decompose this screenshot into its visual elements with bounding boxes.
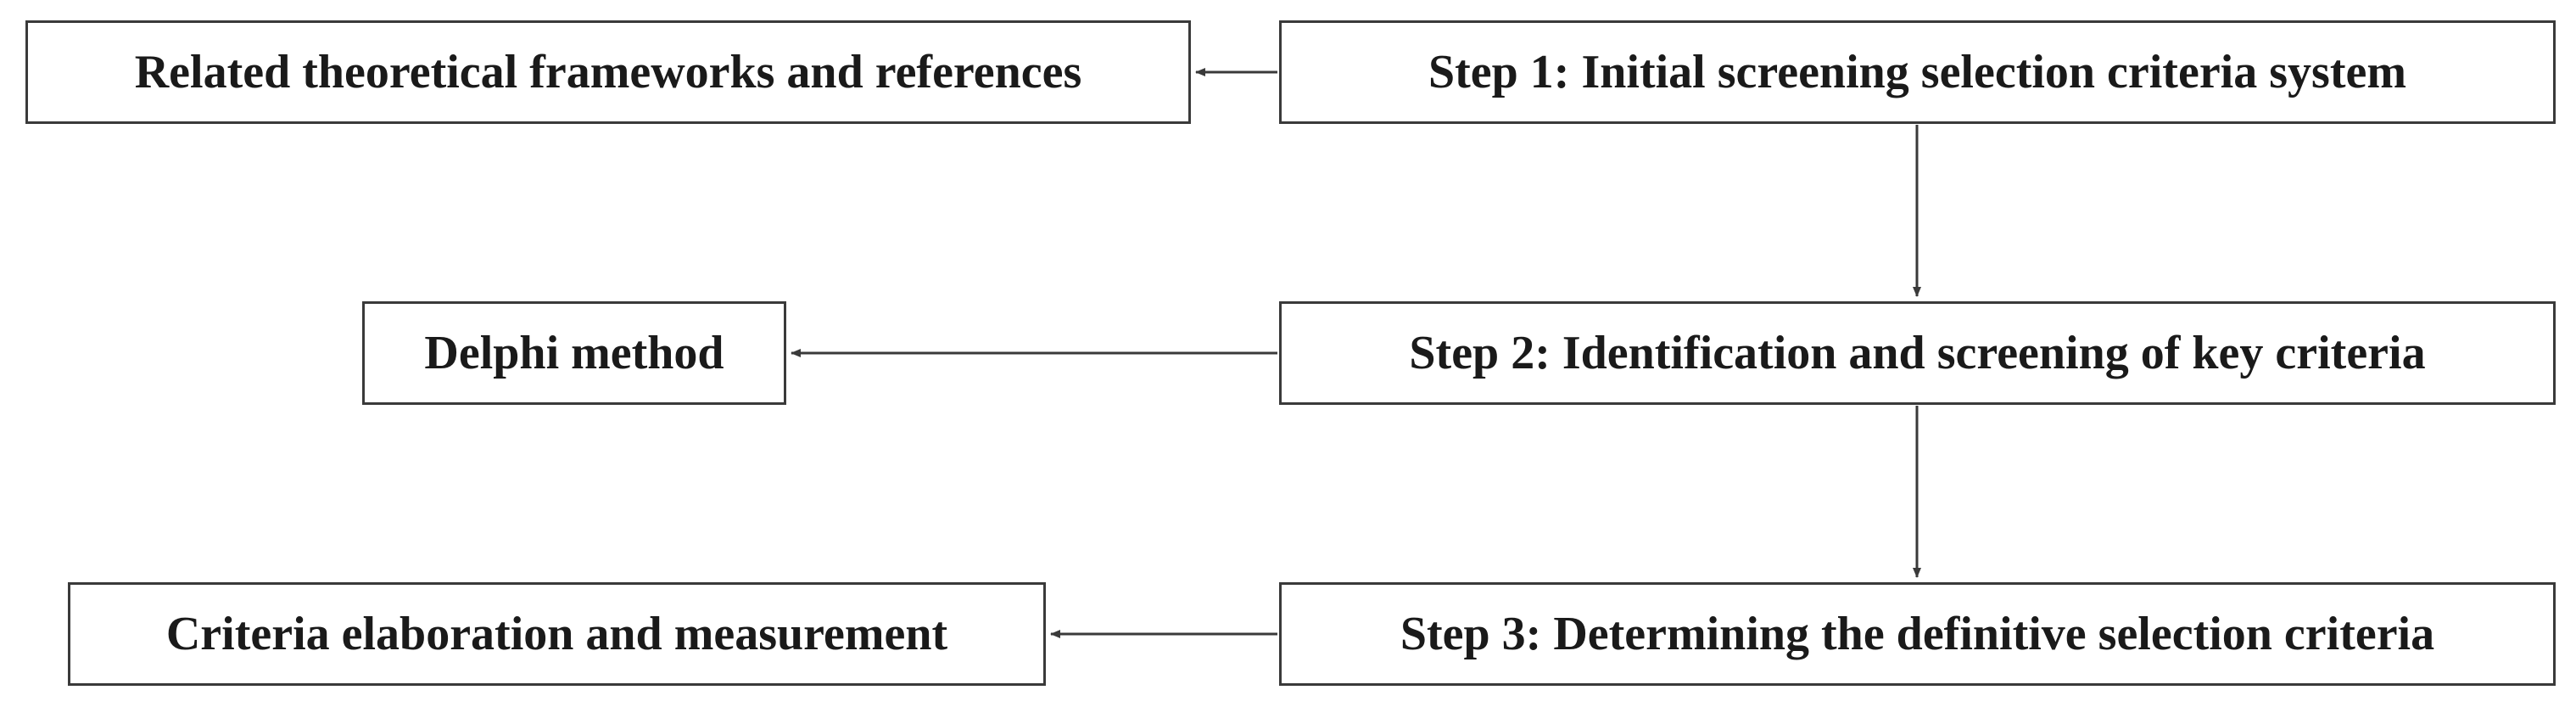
- step-label-1: Step 1: Initial screening selection crit…: [1428, 46, 2406, 98]
- step-box-3: Step 3: Determining the definitive selec…: [1279, 582, 2556, 686]
- method-label-delphi: Delphi method: [424, 327, 724, 379]
- method-label-measurement: Criteria elaboration and measurement: [165, 608, 948, 660]
- method-box-measurement: Criteria elaboration and measurement: [68, 582, 1046, 686]
- method-box-delphi: Delphi method: [362, 301, 786, 405]
- method-box-references: Related theoretical frameworks and refer…: [25, 20, 1191, 124]
- step-label-2: Step 2: Identification and screening of …: [1409, 327, 2426, 379]
- step-box-2: Step 2: Identification and screening of …: [1279, 301, 2556, 405]
- step-box-1: Step 1: Initial screening selection crit…: [1279, 20, 2556, 124]
- step-label-3: Step 3: Determining the definitive selec…: [1400, 608, 2435, 660]
- method-label-references: Related theoretical frameworks and refer…: [134, 46, 1082, 98]
